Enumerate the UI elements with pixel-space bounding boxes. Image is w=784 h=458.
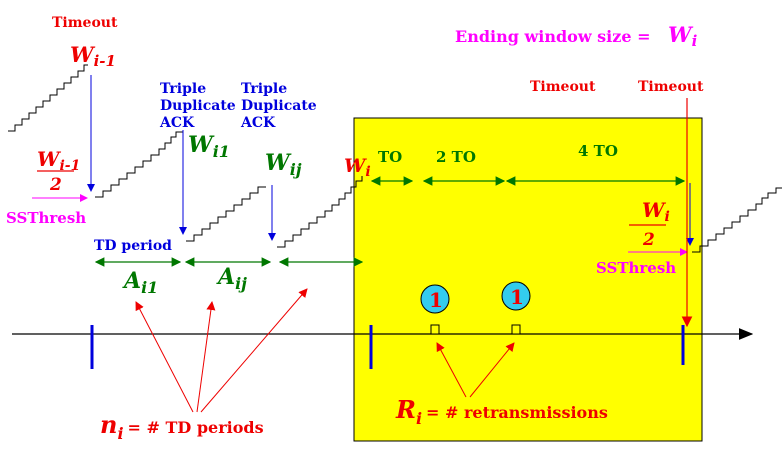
ri-arrow-2	[469, 342, 515, 398]
ending-window-wi: Wi	[668, 22, 698, 50]
ni-arrow-2	[196, 301, 216, 413]
a-i1-label: Ai1	[122, 268, 158, 297]
w-prev-label: Wi-1	[70, 42, 116, 70]
retrans-count-1: 1	[429, 288, 443, 312]
timeout-region	[353, 117, 703, 442]
frac-left-denominator: 2	[49, 175, 62, 195]
retrans-circle-1	[420, 284, 450, 314]
timeout-right-label: Timeout	[638, 79, 704, 95]
staircase-3	[186, 186, 266, 242]
staircase-1	[8, 64, 88, 132]
retrans-marker-2	[511, 324, 521, 335]
to-label: TO	[378, 148, 402, 166]
frac-left-numerator: Wi-1	[37, 147, 80, 174]
w-i1-label: Wi1	[188, 132, 230, 161]
ssthresh-right-label: SSThresh	[596, 259, 676, 277]
timeout-label-top: Timeout	[52, 15, 118, 31]
staircase-5	[692, 187, 782, 253]
triple-dup-label-1: Triple Duplicate ACK	[159, 81, 241, 131]
ending-window-label: Ending window size =	[455, 27, 651, 46]
retrans-count-2: 1	[510, 285, 524, 309]
ssthresh-left-label: SSThresh	[6, 209, 86, 227]
staircase-4	[277, 176, 363, 248]
td-period-label: TD period	[94, 238, 172, 254]
w-i-box-label: Wi	[344, 155, 371, 180]
n-i-label: ni= # TD periods	[100, 410, 264, 443]
ni-arrow-3	[200, 288, 308, 413]
ni-arrow-1	[135, 301, 194, 413]
w-ij-label: Wij	[265, 150, 302, 179]
retrans-marker-1	[430, 324, 440, 335]
r-i-label: Ri= # retransmissions	[395, 395, 608, 428]
timeout-mid-label: Timeout	[530, 79, 596, 95]
staircase-2	[95, 131, 183, 198]
a-ij-label: Aij	[216, 264, 247, 293]
to4-label: 4 TO	[578, 142, 618, 160]
frac-right-numerator: Wi	[642, 198, 670, 225]
triple-dup-label-2: Triple Duplicate ACK	[240, 81, 322, 131]
frac-right-denominator: 2	[642, 230, 655, 250]
ri-arrow-1	[436, 342, 467, 398]
retrans-circle-2	[501, 281, 531, 311]
to2-label: 2 TO	[436, 148, 476, 166]
